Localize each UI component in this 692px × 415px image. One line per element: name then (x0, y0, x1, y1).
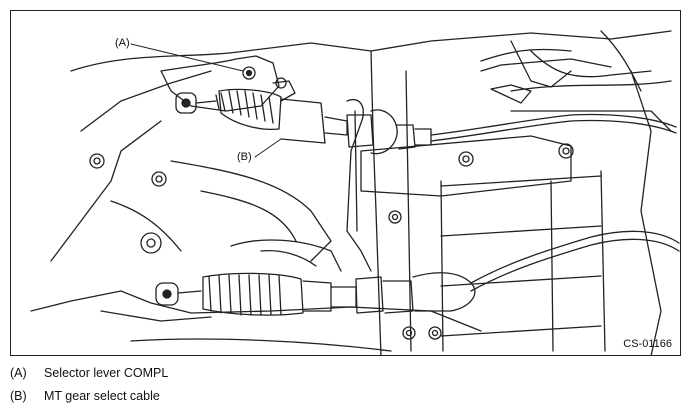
callout-b: (B) (237, 151, 252, 163)
gear-select-cable-upper (195, 88, 677, 155)
legend-item-a: (A) Selector lever COMPL (10, 366, 168, 380)
bolts (89, 77, 574, 340)
legend-key: (A) (10, 366, 27, 380)
leader-lines (130, 43, 282, 158)
legend-text: Selector lever COMPL (44, 366, 169, 380)
callout-a: (A) (115, 37, 130, 49)
transmission-case (30, 30, 672, 355)
diagram-frame: (A) (B) CS-01166 (10, 10, 681, 356)
selector-lever (160, 55, 296, 114)
figure-code: CS-01166 (623, 338, 672, 350)
cable-bracket (346, 40, 572, 272)
transmission-illustration (30, 30, 680, 355)
legend-text: MT gear select cable (44, 389, 160, 403)
legend-key: (B) (10, 389, 27, 403)
gear-select-cable-lower (155, 230, 680, 316)
legend-item-b: (B) MT gear select cable (10, 389, 160, 403)
